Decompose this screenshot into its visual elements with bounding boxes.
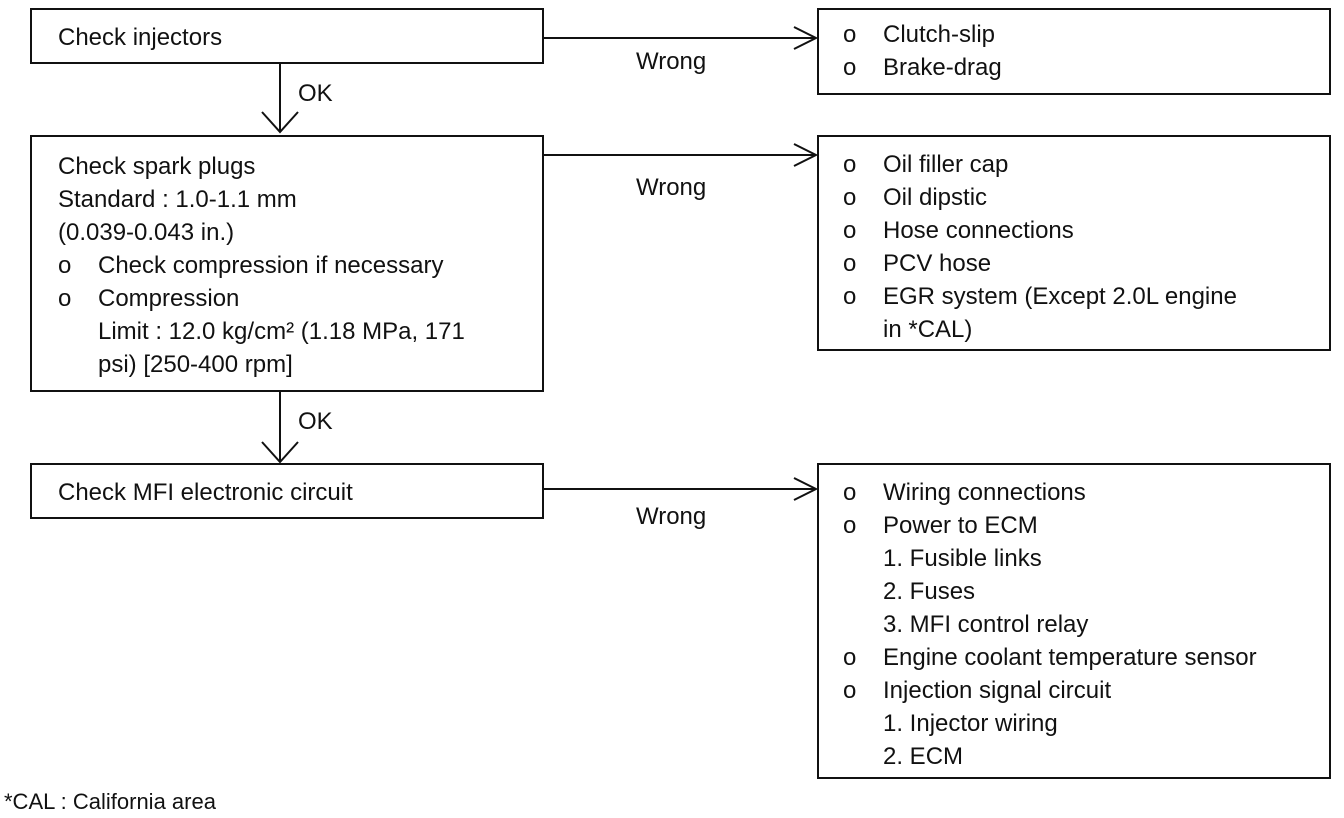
item-text: Wiring connections: [883, 479, 1086, 506]
list-item: o Wiring connections: [819, 476, 1329, 509]
arrow-ok-2-head: [261, 441, 299, 464]
bullet-mark: o: [843, 512, 857, 539]
bullet-check-compression: o Check compression if necessary: [58, 249, 538, 282]
sub-item-text: 2. ECM: [883, 743, 964, 770]
bullet-compression: o Compression: [58, 282, 538, 315]
check-spark-plugs-box: Check spark plugs Standard : 1.0-1.1 mm …: [30, 135, 544, 392]
list-item: o EGR system (Except 2.0L engine: [819, 280, 1329, 313]
item-text: Oil dipstic: [883, 184, 988, 211]
sub-item: 2. Fuses: [819, 575, 1329, 608]
list-item: o Engine coolant temperature sensor: [819, 641, 1329, 674]
ok-label-1: OK: [298, 80, 333, 107]
spark-plugs-title: Check spark plugs: [58, 153, 256, 180]
check-mfi-box: Check MFI electronic circuit: [30, 463, 544, 519]
arrow-wrong-2-head: [793, 143, 819, 167]
spark-plugs-standard-in: (0.039-0.043 in.): [58, 219, 235, 246]
arrow-wrong-1-head: [793, 26, 819, 50]
bullet-mark: o: [843, 217, 857, 244]
limit-text-2: psi) [250-400 rpm]: [98, 351, 293, 378]
check-injectors-title: Check injectors: [58, 24, 223, 51]
sub-item-text: 2. Fuses: [883, 578, 976, 605]
ok-label-2: OK: [298, 408, 333, 435]
wrong-label-1: Wrong: [636, 48, 707, 75]
item-text: EGR system (Except 2.0L engine: [883, 283, 1237, 310]
compression-limit-line2: psi) [250-400 rpm]: [58, 348, 538, 381]
footnote: *CAL : California area: [4, 789, 216, 814]
list-item: o Oil dipstic: [819, 181, 1329, 214]
bullet-mark: o: [843, 644, 857, 671]
bullet-mark: o: [843, 283, 857, 310]
item-text: Brake-drag: [883, 54, 1002, 81]
sub-item-text: 1. Fusible links: [883, 545, 1042, 572]
sub-item: 3. MFI control relay: [819, 608, 1329, 641]
item-text: PCV hose: [883, 250, 992, 277]
sub-item-text: 1. Injector wiring: [883, 710, 1058, 737]
check-mfi-title: Check MFI electronic circuit: [58, 479, 353, 506]
list-item: o Oil filler cap: [819, 148, 1329, 181]
list-item: o Brake-drag: [819, 51, 1329, 84]
item-text: in *CAL): [883, 316, 973, 343]
bullet-mark: o: [843, 250, 857, 277]
sub-item-text: 3. MFI control relay: [883, 611, 1089, 638]
wrong-label-3: Wrong: [636, 503, 707, 530]
item-text: Engine coolant temperature sensor: [883, 644, 1257, 671]
bullet-mark: o: [843, 21, 857, 48]
item-text: Power to ECM: [883, 512, 1038, 539]
compression-limit-line1: Limit : 12.0 kg/cm² (1.18 MPa, 171: [58, 315, 538, 348]
bullet-mark: o: [843, 677, 857, 704]
list-item: o Clutch-slip: [819, 18, 1329, 51]
item-text: Injection signal circuit: [883, 677, 1112, 704]
list-item: o Power to ECM: [819, 509, 1329, 542]
bullet-mark: o: [843, 151, 857, 178]
sub-item: 2. ECM: [819, 740, 1329, 773]
item-text: Hose connections: [883, 217, 1074, 244]
list-item: o Injection signal circuit: [819, 674, 1329, 707]
bullet-text: Compression: [98, 285, 240, 312]
wrong-label-2: Wrong: [636, 174, 707, 201]
item-text: Clutch-slip: [883, 21, 996, 48]
bullet-mark: o: [843, 184, 857, 211]
spark-plugs-standard: Standard : 1.0-1.1 mm: [58, 186, 297, 213]
bullet-mark: o: [843, 479, 857, 506]
list-item-continuation: in *CAL): [819, 313, 1329, 346]
bullet-mark: o: [58, 252, 72, 279]
sub-item: 1. Fusible links: [819, 542, 1329, 575]
sub-item: 1. Injector wiring: [819, 707, 1329, 740]
bullet-mark: o: [58, 285, 72, 312]
arrow-wrong-3-head: [793, 477, 819, 501]
check-injectors-box: Check injectors: [30, 8, 544, 64]
bullet-mark: o: [843, 54, 857, 81]
arrow-ok-1-head: [261, 111, 299, 134]
bullet-text: Check compression if necessary: [98, 252, 444, 279]
limit-text-1: Limit : 12.0 kg/cm² (1.18 MPa, 171: [98, 318, 465, 345]
item-text: Oil filler cap: [883, 151, 1009, 178]
list-item: o PCV hose: [819, 247, 1329, 280]
list-item: o Hose connections: [819, 214, 1329, 247]
